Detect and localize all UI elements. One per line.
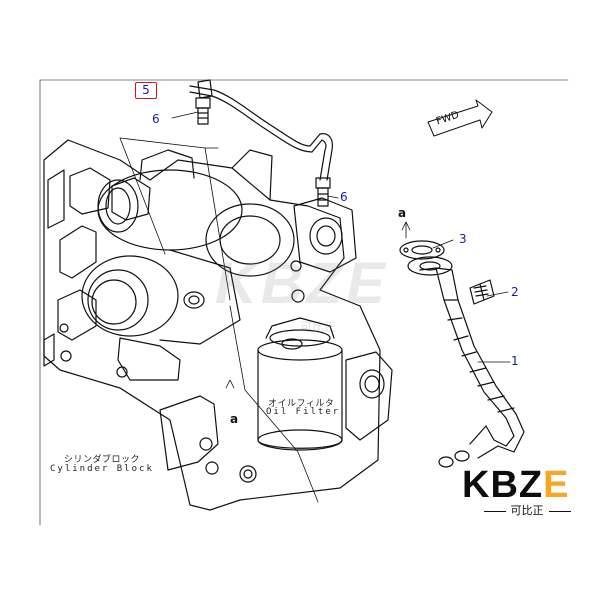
callout-5[interactable]: 5 [135, 82, 157, 99]
hose-flange [407, 256, 453, 276]
oil-return-hose-part-1 [419, 267, 525, 459]
connector-part-6-middle [315, 177, 331, 207]
leader-a-oilfilter [229, 305, 319, 503]
oil-feed-pipe-part-5 [189, 79, 333, 181]
callout-1[interactable]: 1 [511, 354, 519, 368]
cylinder-block-label-en: Cylinder Block [50, 464, 154, 474]
brand-logo-prefix: KBZ [462, 464, 544, 506]
oil-filter [257, 317, 393, 451]
leader-a-turbo [119, 137, 231, 301]
brand-logo-subtitle: 可比正 [472, 502, 582, 518]
connector-part-6-top [195, 97, 211, 125]
callout-2[interactable]: 2 [511, 285, 519, 299]
leader-3 [432, 239, 454, 249]
mark-a-right: a [398, 206, 407, 220]
leader-2 [486, 291, 509, 297]
oil-filter-label-jp: オイルフィルタ [268, 399, 335, 409]
leader-a-pipe [119, 137, 219, 149]
callout-3[interactable]: 3 [459, 232, 467, 246]
arrow-a-right [401, 221, 411, 231]
callout-6-middle[interactable]: 6 [340, 190, 348, 204]
arrow-a-left [225, 379, 235, 389]
leader-6-mid [327, 195, 339, 199]
cylinder-block-label-jp: シリンダブロック [64, 455, 141, 465]
fwd-arrow [427, 99, 493, 137]
bottom-gaskets [438, 450, 470, 468]
brand-logo-accent-letter: E [543, 464, 570, 506]
mark-a-left: a [230, 412, 239, 426]
watermark-logo: KBZE [215, 251, 389, 316]
brand-logo: KBZE [462, 464, 569, 507]
watermark-subtext: 可比正 [300, 320, 337, 334]
oil-filter-label-en: Oil Filter [266, 407, 341, 417]
engine-block [43, 139, 381, 511]
bolt-part-2 [469, 279, 495, 305]
turbocharger [81, 169, 357, 381]
gasket-part-3 [399, 240, 445, 260]
callout-6-top[interactable]: 6 [152, 112, 160, 126]
leader-6-top [171, 111, 199, 119]
